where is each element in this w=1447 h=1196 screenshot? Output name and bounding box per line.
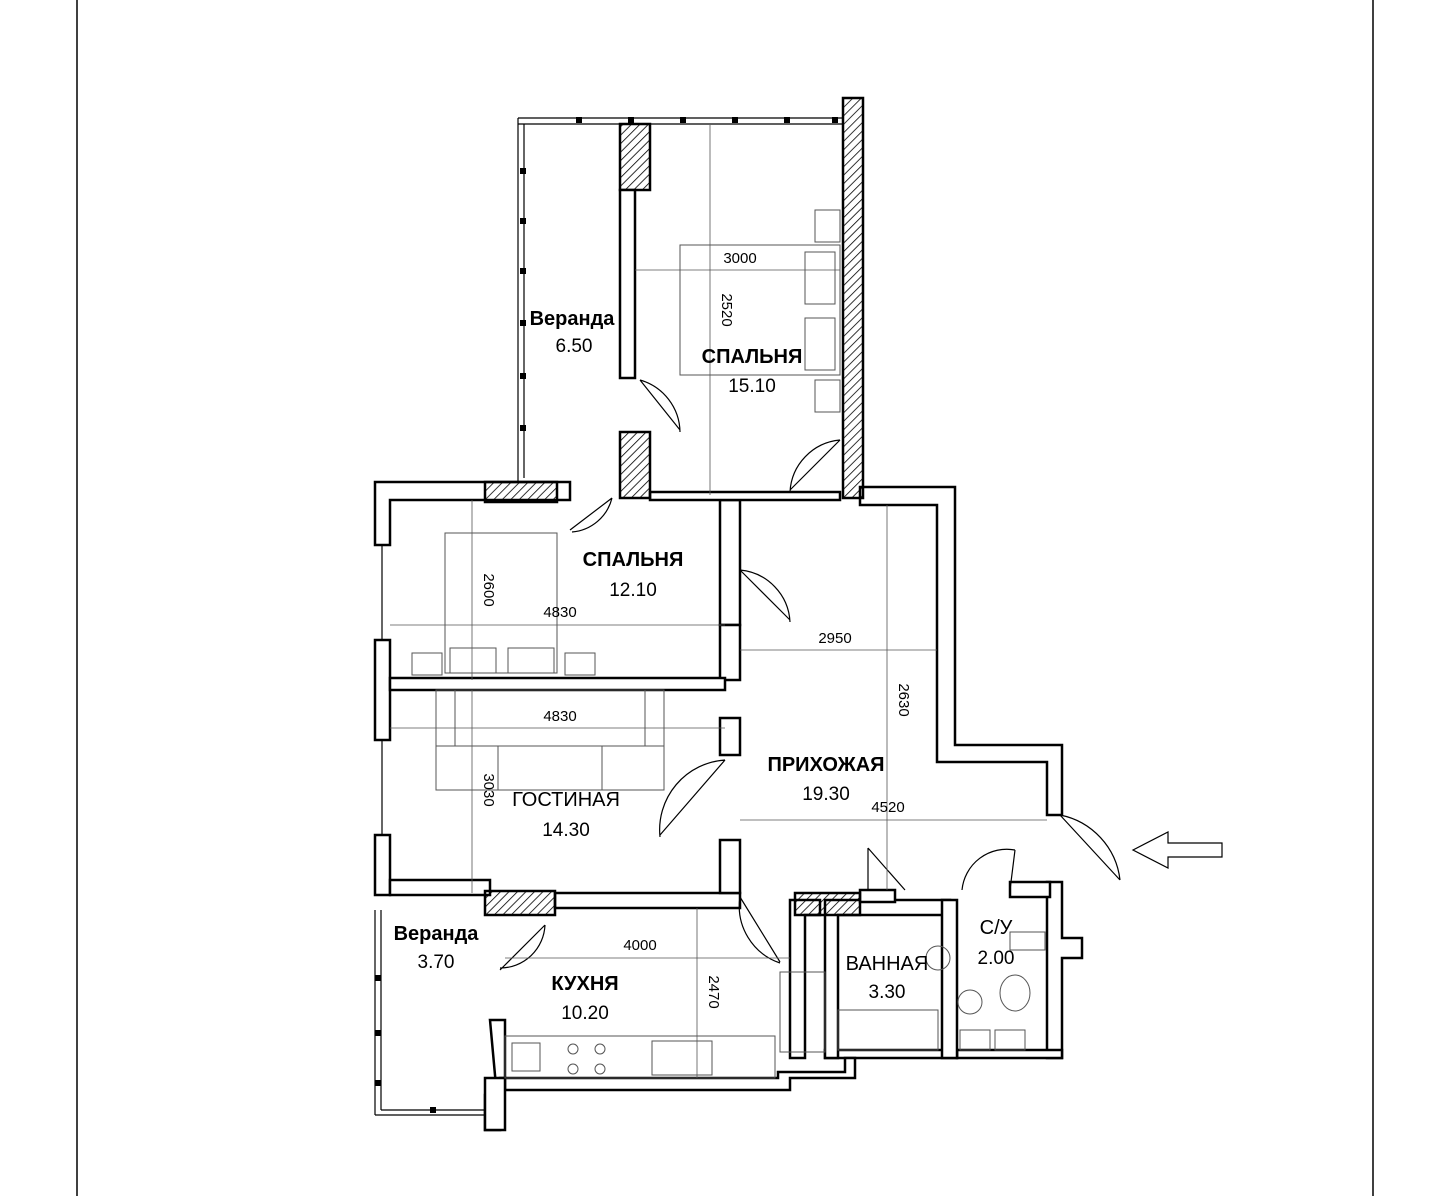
- furniture: [411, 209, 1046, 1079]
- dim-kitchen-width: 4000: [623, 937, 656, 954]
- veranda-bottom-area: 3.70: [418, 952, 455, 973]
- entrance-arrow-icon: [1131, 831, 1223, 869]
- dim-living-depth: 3030: [480, 773, 497, 806]
- dim-living-width: 4830: [543, 708, 576, 725]
- room-labels: СПАЛЬНЯ 15.10 Веранда 6.50 СПАЛЬНЯ 12.10…: [394, 308, 1015, 1024]
- dimension-lines: [390, 125, 1047, 1078]
- veranda-top-railing: [517, 117, 843, 482]
- dimension-labels: 3000 2520 4830 2600 2950 2630 4520 4830 …: [480, 250, 912, 1009]
- wc-area: 2.00: [978, 948, 1015, 969]
- kitchen-name: КУХНЯ: [551, 973, 618, 995]
- doors: [499, 379, 1121, 971]
- bathroom-name: ВАННАЯ: [846, 953, 929, 975]
- structural-columns: [483, 96, 865, 917]
- dim-bedroom-top-depth: 2520: [718, 293, 735, 326]
- dim-bedroom-mid-width: 4830: [543, 604, 576, 621]
- dim-bedroom-mid-depth: 2600: [480, 573, 497, 606]
- bedroom-top-area: 15.10: [728, 376, 776, 397]
- veranda-top-area: 6.50: [556, 336, 593, 357]
- living-area: 14.30: [542, 820, 590, 841]
- veranda-bottom-railing: [374, 910, 485, 1116]
- living-name: ГОСТИНАЯ: [512, 789, 620, 811]
- dim-kitchen-depth: 2470: [705, 975, 722, 1008]
- hallway-area: 19.30: [802, 784, 850, 805]
- wc-name: С/У: [980, 917, 1013, 939]
- bedroom-mid-area: 12.10: [609, 580, 657, 601]
- veranda-bottom-name: Веранда: [394, 923, 480, 945]
- bedroom-mid-name: СПАЛЬНЯ: [583, 549, 684, 571]
- veranda-top-name: Веранда: [530, 308, 616, 330]
- dim-hallway-length: 4520: [871, 799, 904, 816]
- bathroom-area: 3.30: [869, 982, 906, 1003]
- dim-hallway-depth: 2630: [895, 683, 912, 716]
- kitchen-area: 10.20: [561, 1003, 609, 1024]
- dim-bedroom-top-width: 3000: [723, 250, 756, 267]
- hallway-name: ПРИХОЖАЯ: [767, 754, 884, 776]
- dim-hallway-width: 2950: [818, 630, 851, 647]
- bedroom-top-name: СПАЛЬНЯ: [702, 346, 803, 368]
